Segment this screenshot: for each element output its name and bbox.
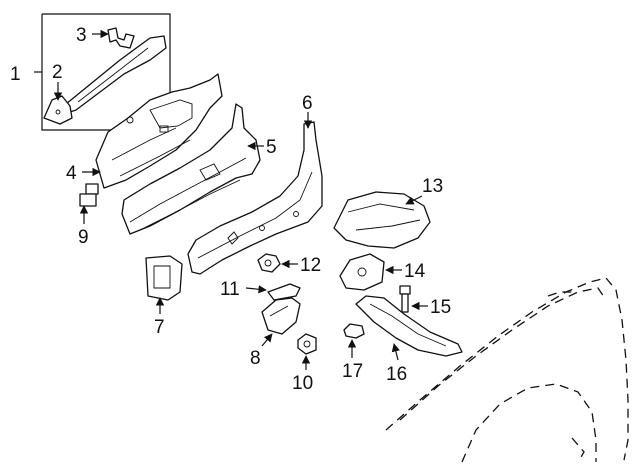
callout-2[interactable]: 2 (52, 62, 63, 83)
fender-outline (385, 277, 629, 463)
part-8-brace-bracket[interactable] (261, 297, 301, 335)
part-2-rail-bracket[interactable] (43, 35, 167, 125)
callout-5[interactable]: 5 (266, 137, 277, 158)
part-4-wheel-apron[interactable] (95, 73, 223, 189)
part-3-clip[interactable] (107, 27, 135, 49)
callout-17[interactable]: 17 (342, 361, 363, 382)
part-6-apron-reinforcement[interactable] (187, 121, 323, 275)
part-7-mount-bracket[interactable] (145, 255, 183, 301)
callout-11[interactable]: 11 (220, 279, 240, 300)
callout-14[interactable]: 14 (404, 261, 426, 282)
callout-10[interactable]: 10 (292, 373, 313, 394)
part-14-support-bracket[interactable] (339, 253, 385, 291)
leader-lines (53, 29, 428, 370)
callout-12[interactable]: 12 (300, 255, 321, 276)
part-5-inner-rail[interactable] (121, 103, 261, 235)
callout-8[interactable]: 8 (250, 348, 261, 369)
part-17-grommet[interactable] (343, 323, 365, 339)
callout-4[interactable]: 4 (66, 163, 77, 184)
part-16-lower-brace[interactable] (355, 295, 463, 357)
callout-6[interactable]: 6 (302, 93, 313, 114)
part-11-small-bracket[interactable] (267, 283, 301, 301)
callout-15[interactable]: 15 (430, 297, 451, 318)
callout-13[interactable]: 13 (422, 176, 443, 197)
callout-16[interactable]: 16 (386, 364, 407, 385)
part-13-splash-shield[interactable] (333, 191, 431, 249)
part-10-nut[interactable] (297, 333, 317, 355)
callout-7[interactable]: 7 (154, 317, 165, 338)
callout-9[interactable]: 9 (78, 227, 89, 248)
callout-3[interactable]: 3 (76, 25, 87, 46)
part-12-nut[interactable] (257, 253, 281, 273)
part-9-bolt[interactable] (79, 183, 99, 207)
part-15-bolt[interactable] (399, 285, 411, 313)
callout-1[interactable]: 1 (10, 64, 21, 85)
